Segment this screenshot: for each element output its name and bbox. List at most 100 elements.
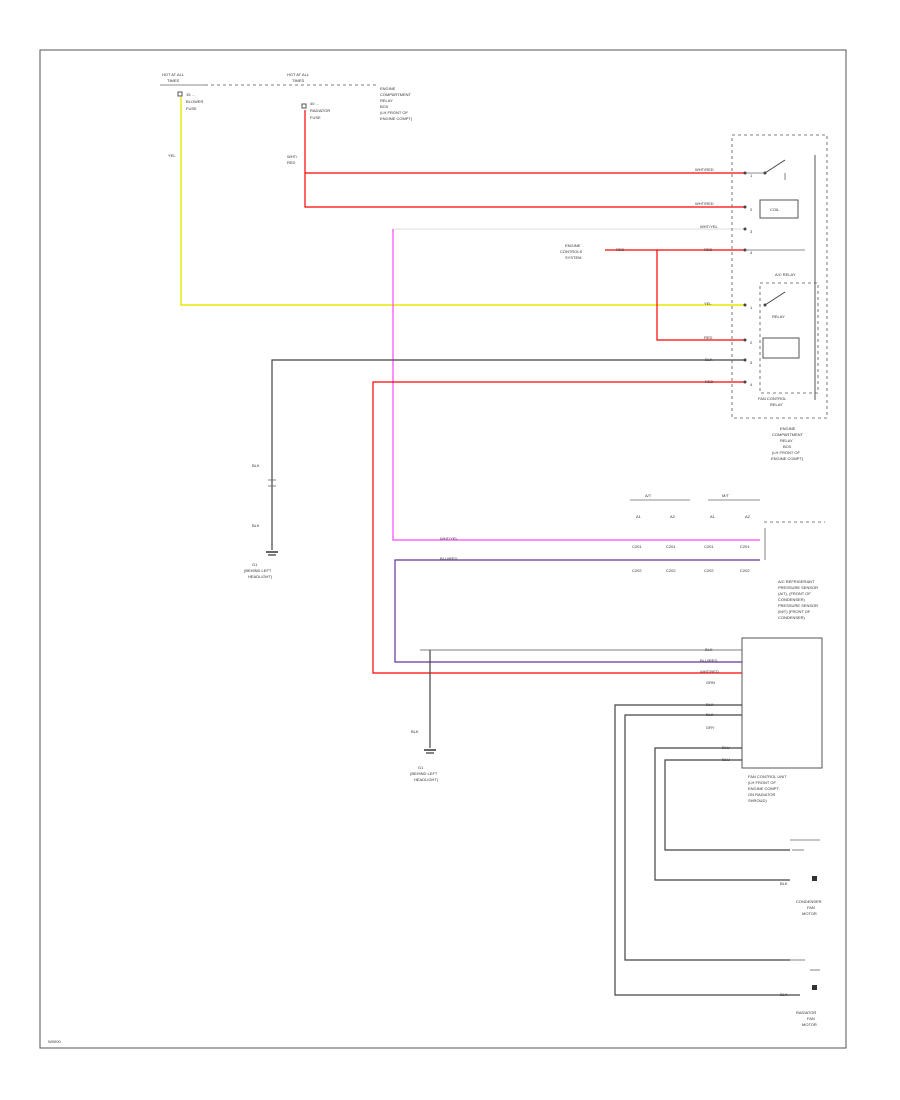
svg-text:RELAY: RELAY bbox=[380, 98, 393, 103]
svg-text:FUSE: FUSE bbox=[186, 106, 197, 111]
svg-text:2: 2 bbox=[750, 340, 753, 345]
wire-label-yel: YEL bbox=[168, 153, 176, 158]
svg-text:RELAY: RELAY bbox=[772, 314, 785, 319]
fan-control-module bbox=[741, 637, 823, 769]
svg-text:GRY: GRY bbox=[706, 725, 715, 730]
relay-switch-icon: COIL bbox=[745, 159, 799, 219]
svg-text:A/T: A/T bbox=[645, 493, 652, 498]
red-wire-1 bbox=[304, 110, 745, 208]
svg-text:BLU/RED: BLU/RED bbox=[700, 658, 717, 663]
svg-text:FAN: FAN bbox=[807, 1016, 815, 1021]
svg-text:CONDENSER: CONDENSER bbox=[796, 899, 822, 904]
svg-text:C201: C201 bbox=[704, 544, 714, 549]
svg-text:C201: C201 bbox=[666, 544, 676, 549]
yellow-wire bbox=[180, 97, 745, 306]
svg-text:MOTOR: MOTOR bbox=[802, 911, 817, 916]
svg-text:HEADLIGHT): HEADLIGHT) bbox=[248, 574, 273, 579]
svg-text:WHT/RED: WHT/RED bbox=[695, 201, 714, 206]
motor-wire-4 bbox=[664, 759, 790, 851]
svg-text:M/T: M/T bbox=[722, 493, 729, 498]
svg-text:FAN CONTROL UNIT: FAN CONTROL UNIT bbox=[748, 774, 787, 779]
relay-switch-icon: RELAY bbox=[762, 291, 800, 359]
svg-text:(BEHIND LEFT: (BEHIND LEFT bbox=[244, 568, 272, 573]
svg-text:CONDENSER): CONDENSER) bbox=[778, 597, 806, 602]
svg-text:BLK: BLK bbox=[252, 523, 260, 528]
svg-text:A1: A1 bbox=[710, 514, 716, 519]
svg-text:3: 3 bbox=[750, 229, 753, 234]
svg-text:C201: C201 bbox=[740, 544, 750, 549]
svg-text:WHT/RED: WHT/RED bbox=[700, 669, 719, 674]
red-wire-5 bbox=[372, 381, 745, 674]
svg-text:BLK: BLK bbox=[780, 992, 788, 997]
svg-text:SYSTEM: SYSTEM bbox=[565, 255, 581, 260]
svg-text:4: 4 bbox=[750, 250, 753, 255]
svg-text:COMPARTMENT: COMPARTMENT bbox=[772, 432, 804, 437]
svg-text:1: 1 bbox=[750, 173, 753, 178]
svg-text:BOX: BOX bbox=[783, 444, 792, 449]
svg-text:ENGINE: ENGINE bbox=[780, 426, 796, 431]
svg-text:CONTROLS: CONTROLS bbox=[560, 249, 583, 254]
svg-text:ENGINE COMPT,: ENGINE COMPT, bbox=[748, 786, 780, 791]
svg-text:ON RADIATOR: ON RADIATOR bbox=[748, 792, 776, 797]
svg-text:HOT AT ALL: HOT AT ALL bbox=[162, 72, 185, 77]
svg-text:ENGINE COMPT): ENGINE COMPT) bbox=[771, 456, 804, 461]
svg-text:A2: A2 bbox=[745, 514, 751, 519]
svg-text:40 ...: 40 ... bbox=[310, 101, 319, 106]
svg-text:BLK: BLK bbox=[706, 712, 714, 717]
svg-text:FAN: FAN bbox=[807, 905, 815, 910]
svg-text:RED: RED bbox=[705, 379, 714, 384]
svg-text:RED: RED bbox=[616, 247, 625, 252]
svg-text:RELAY: RELAY bbox=[780, 438, 793, 443]
svg-text:PRESSURE SENSOR: PRESSURE SENSOR bbox=[778, 603, 818, 608]
svg-text:COMPARTMENT: COMPARTMENT bbox=[380, 92, 412, 97]
svg-text:GRN: GRN bbox=[706, 680, 715, 685]
svg-text:4: 4 bbox=[750, 382, 753, 387]
svg-text:TIMES: TIMES bbox=[167, 78, 180, 83]
svg-text:COIL: COIL bbox=[770, 207, 780, 212]
svg-text:RED: RED bbox=[287, 160, 296, 165]
svg-text:BLK: BLK bbox=[705, 357, 713, 362]
svg-text:(BEHIND LEFT: (BEHIND LEFT bbox=[410, 771, 438, 776]
svg-text:BLK: BLK bbox=[706, 702, 714, 707]
violet-wire bbox=[394, 559, 760, 663]
relay-box-outline bbox=[731, 134, 828, 419]
svg-text:A2: A2 bbox=[670, 514, 676, 519]
diagram-frame bbox=[39, 49, 847, 1049]
svg-text:1: 1 bbox=[750, 305, 753, 310]
svg-text:WHT/YEL: WHT/YEL bbox=[700, 224, 719, 229]
svg-text:C202: C202 bbox=[632, 568, 642, 573]
svg-text:RELAY: RELAY bbox=[770, 402, 783, 407]
svg-text:RADIATOR: RADIATOR bbox=[796, 1010, 816, 1015]
fan-relay-label: A/C RELAY bbox=[775, 272, 796, 277]
svg-text:BLU: BLU bbox=[722, 757, 730, 762]
svg-text:HOT AT ALL: HOT AT ALL bbox=[287, 72, 310, 77]
svg-text:BLK: BLK bbox=[252, 463, 260, 468]
red-wire-4 bbox=[656, 250, 745, 341]
svg-text:15 ...: 15 ... bbox=[186, 92, 195, 97]
svg-text:RADIATOR: RADIATOR bbox=[310, 108, 330, 113]
svg-text:WHT/RED: WHT/RED bbox=[695, 167, 714, 172]
svg-text:C202: C202 bbox=[740, 568, 750, 573]
black-wire-1 bbox=[271, 359, 745, 550]
svg-text:CONDENSER): CONDENSER) bbox=[778, 615, 806, 620]
svg-text:ENGINE COMPT): ENGINE COMPT) bbox=[380, 116, 413, 121]
svg-text:RED: RED bbox=[704, 247, 713, 252]
svg-text:G1: G1 bbox=[252, 562, 258, 567]
svg-text:(LH FRONT OF: (LH FRONT OF bbox=[380, 110, 408, 115]
svg-text:BOX: BOX bbox=[380, 104, 389, 109]
svg-text:C202: C202 bbox=[704, 568, 714, 573]
svg-text:C202: C202 bbox=[666, 568, 676, 573]
figure-code: W0000 bbox=[48, 1039, 61, 1044]
svg-text:G1: G1 bbox=[418, 765, 424, 770]
svg-text:WHT/: WHT/ bbox=[287, 154, 298, 159]
svg-text:YEL: YEL bbox=[704, 301, 712, 306]
